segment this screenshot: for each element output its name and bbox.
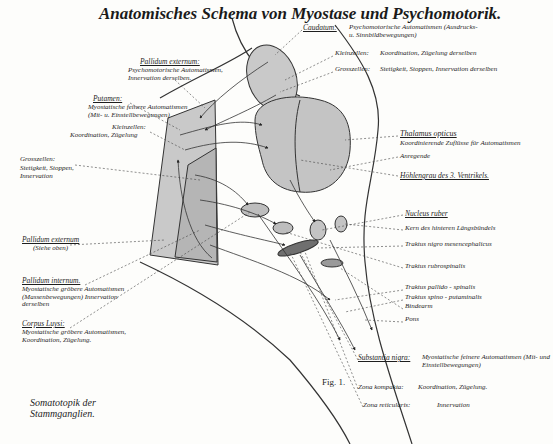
function-note: Koordination, Zügelung derselben [380,50,540,58]
structure-name: Caudatum: [303,24,353,32]
function-note: Anregende [400,153,520,161]
diagram-title: Anatomisches Schema von Myostase und Psy… [99,4,501,24]
function-note: Innervation [437,402,547,410]
function-note: Kleinzellen: [112,124,172,132]
figure-caption: Fig. 1. [322,378,345,388]
function-note: Pons [405,316,550,324]
function-note: Traktus pallido - spinalis [405,284,550,292]
leader-lines [70,30,403,407]
function-note: Myostatische gröbere Automatismen, Koord… [22,329,130,344]
function-note: Psychomotorische Automatismen (Ausdrucks… [349,24,479,39]
function-note: Kleinzellen: [335,50,385,58]
structure-name: Thalamus opticus [400,130,540,139]
function-note: Kern des hinteren Längsbündels [405,225,550,233]
function-note: Zona kompakta: [358,384,423,392]
function-note: Somatotopik der Stammganglien. [30,398,130,420]
structure-name: Corpus Luysi: [22,320,122,328]
structure-name: Pallidum externum [22,236,132,244]
function-note: Koordination, Zügelung [70,132,170,140]
function-note: Grosszellen: [335,66,385,74]
structure-name: Pallidum internum. [22,277,132,285]
brain-outline [140,18,412,444]
function-note: Myostatische feinere Automatismen (Mit- … [422,354,550,369]
function-note: Zona reticularis: [363,402,438,410]
function-note: Traktus nigro mesencephalicus [405,241,550,249]
function-note: Myostatische feinere Automatismen (Mit- … [88,104,200,119]
function-note: Grosszellen: [20,156,90,164]
function-note: Traktus rubrospinalis [405,263,550,271]
function-note: Koordination, Zügelung. [418,384,548,392]
function-note: Psychomotorische Automatismen, Innervati… [128,67,233,82]
function-note: Koordinierende Zuflüsse für Automatismen [400,140,550,148]
function-note: (Siehe oben) [33,245,113,253]
function-note: Bindearm [405,303,550,311]
function-note: Myostatische gröbere Automatismen (Masse… [22,286,134,309]
structure-name: Pallidum externum: [140,58,250,66]
structure-name: Substantia nigra: [358,354,428,362]
function-note: Stetigkeit, Stoppen, Innervation derselb… [380,66,545,74]
structure-name: Nucleus ruber [405,210,545,218]
structure-name: Höhlengrau des 3. Ventrikels. [400,172,550,180]
function-note: Traktus spino - putaminalis [405,294,550,302]
structure-name: Putamen: [93,95,153,103]
function-note: Stetigkeit, Stoppen, Innervation [20,165,92,180]
fiber-arrows [178,62,372,350]
